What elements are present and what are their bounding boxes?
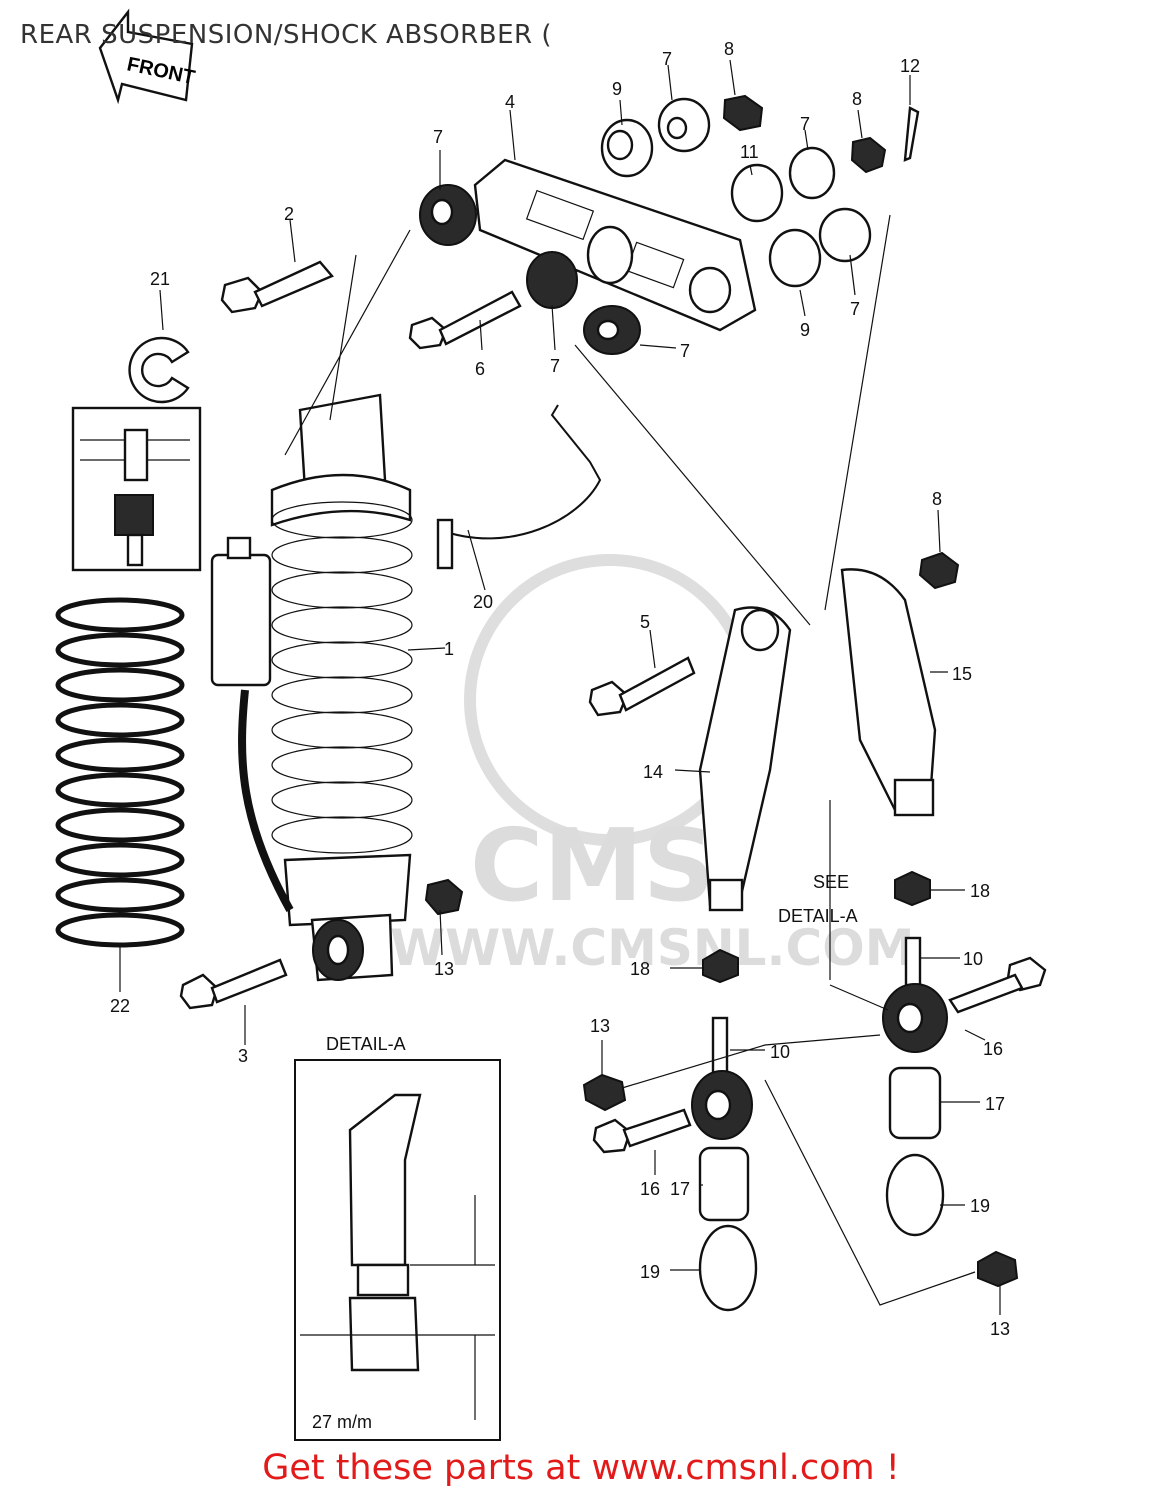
bolt-16b [592, 1108, 692, 1154]
collar-17a [888, 1066, 942, 1140]
svg-text:DETAIL-A: DETAIL-A [326, 1034, 406, 1054]
svg-text:27 m/m: 27 m/m [312, 1412, 372, 1432]
callout-7e: 7 [550, 356, 560, 376]
callout-3: 3 [238, 1046, 248, 1066]
callout-5: 5 [640, 612, 650, 632]
tie-rod-14 [698, 606, 792, 912]
callout-15: 15 [952, 664, 972, 684]
callout-7f: 7 [680, 341, 690, 361]
stud-10b [711, 1016, 729, 1075]
rod-eye-19a [885, 1153, 945, 1237]
callout-1: 1 [444, 639, 454, 659]
callout-10a: 10 [963, 949, 983, 969]
callout-13a: 13 [434, 959, 454, 979]
callout-13b: 13 [590, 1016, 610, 1036]
callout-16a: 16 [983, 1039, 1003, 1059]
circlip-21 [128, 336, 190, 404]
svg-text:CMS: CMS [470, 807, 715, 924]
svg-text:DETAIL-A: DETAIL-A [778, 906, 858, 926]
bolt-3 [179, 958, 288, 1010]
front-arrow: FRONT [98, 8, 197, 105]
callout-17b: 17 [670, 1179, 690, 1199]
callout-8a: 8 [724, 39, 734, 59]
callout-7d: 7 [850, 299, 860, 319]
callout-13c: 13 [990, 1319, 1010, 1339]
callout-19b: 19 [640, 1262, 660, 1282]
rocker-arm [473, 158, 757, 332]
callout-7b: 7 [662, 49, 672, 69]
spring-22 [55, 597, 185, 948]
nut-18a [894, 870, 931, 907]
stud-10a [904, 936, 922, 990]
callout-8b: 8 [852, 89, 862, 109]
callout-19a: 19 [970, 1196, 990, 1216]
callout-17a: 17 [985, 1094, 1005, 1114]
callout-8c: 8 [932, 489, 942, 509]
callout-9a: 9 [612, 79, 622, 99]
callout-18a: 18 [970, 881, 990, 901]
nut-13b [582, 1073, 627, 1112]
detail-a-box: DETAIL-A 27 m/m [294, 1034, 501, 1441]
collar-17b [698, 1146, 750, 1222]
nut-13a [424, 878, 464, 916]
bolt-6 [408, 290, 522, 350]
promo-link[interactable]: Get these parts at www.cmsnl.com ! [262, 1448, 900, 1488]
bolt-2 [220, 260, 334, 314]
shock-top-detail-box [71, 406, 202, 572]
callout-10b: 10 [770, 1042, 790, 1062]
bolt-16a [948, 956, 1047, 1014]
callout-11: 11 [740, 142, 759, 162]
callout-2: 2 [284, 204, 294, 224]
svg-text:SEE: SEE [813, 872, 849, 892]
band-20 [436, 404, 602, 570]
callout-22: 22 [110, 996, 130, 1016]
callout-12: 12 [900, 56, 920, 76]
nut-18b [702, 948, 739, 984]
callout-7c: 7 [800, 114, 810, 134]
bolt-5 [588, 656, 696, 717]
callout-7a: 7 [433, 127, 443, 147]
callout-9b: 9 [800, 320, 810, 340]
callout-4: 4 [505, 92, 515, 112]
svg-text:WWW.CMSNL.COM: WWW.CMSNL.COM [390, 919, 915, 977]
callout-14: 14 [643, 762, 663, 782]
see-detail-label: SEE DETAIL-A [778, 872, 858, 926]
tie-rod-15 [840, 568, 937, 817]
nut-13c [977, 1250, 1019, 1288]
page-title: REAR SUSPENSION/SHOCK ABSORBER ( [20, 20, 552, 50]
callout-20: 20 [473, 592, 493, 612]
callout-16b: 16 [640, 1179, 660, 1199]
cms-watermark: CMS WWW.CMSNL.COM [390, 554, 915, 977]
callout-18b: 18 [630, 959, 650, 979]
leader-lines [119, 59, 1001, 1315]
rocker-hardware [419, 94, 920, 355]
rod-eye-19b [698, 1224, 758, 1312]
nut-8b [918, 551, 960, 590]
callout-6: 6 [475, 359, 485, 379]
shock-absorber [210, 393, 413, 982]
callout-numbers: 1 2 3 4 5 6 7 7 7 7 7 7 8 8 8 9 9 10 10 … [110, 39, 1010, 1339]
callout-21: 21 [150, 269, 170, 289]
